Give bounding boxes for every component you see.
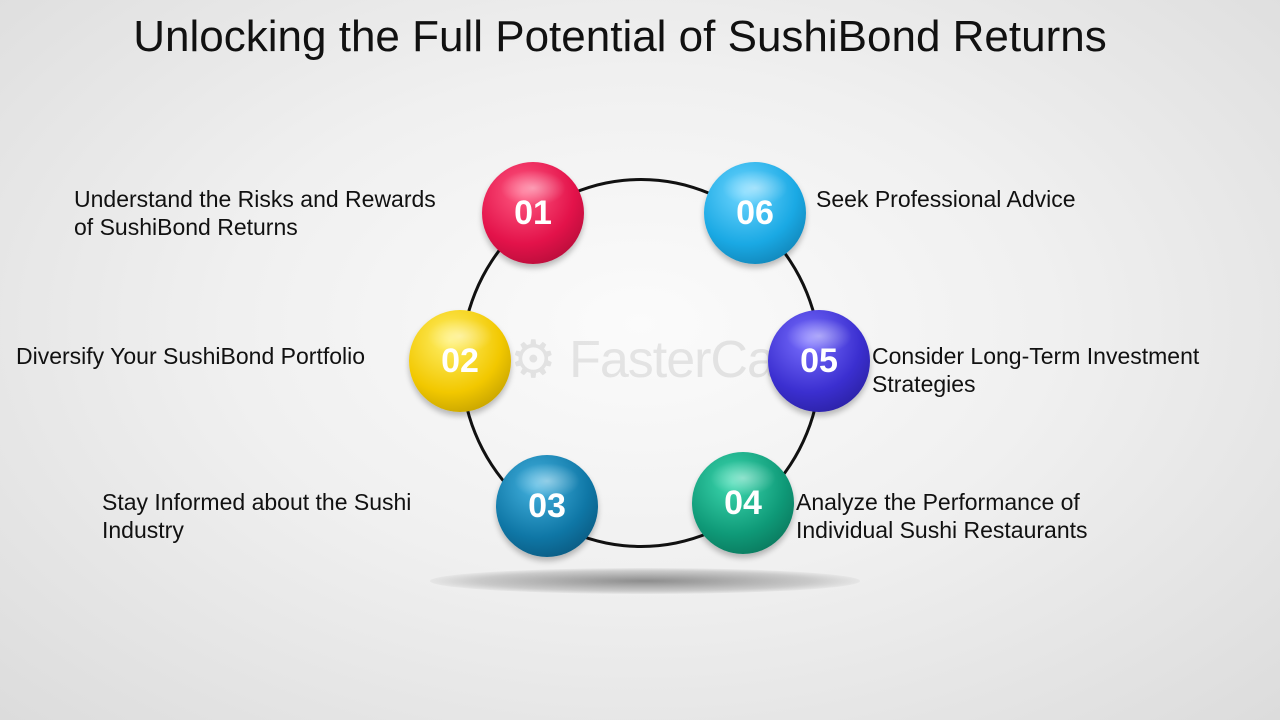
- label-line: Understand the Risks and Rewards: [74, 186, 436, 212]
- label-line: Strategies: [872, 371, 976, 397]
- step-number: 02: [441, 341, 479, 380]
- label-line: of SushiBond Returns: [74, 214, 298, 240]
- step-label-03: Stay Informed about the Sushi Industry: [102, 488, 411, 544]
- step-ball-01: 01: [482, 162, 584, 264]
- step-label-06: Seek Professional Advice: [816, 185, 1076, 213]
- step-number: 06: [736, 193, 774, 232]
- step-ball-03: 03: [496, 455, 598, 557]
- step-number: 01: [514, 193, 552, 232]
- step-ball-02: 02: [409, 310, 511, 412]
- step-label-05: Consider Long-Term Investment Strategies: [872, 342, 1199, 398]
- label-line: Seek Professional Advice: [816, 186, 1076, 212]
- step-number: 04: [724, 483, 762, 522]
- label-line: Diversify Your SushiBond Portfolio: [16, 343, 366, 369]
- label-line: Individual Sushi Restaurants: [796, 517, 1088, 543]
- step-number: 05: [800, 341, 838, 380]
- step-label-01: Understand the Risks and Rewards of Sush…: [74, 185, 436, 241]
- ring-shadow: [430, 568, 860, 594]
- step-ball-05: 05: [768, 310, 870, 412]
- step-label-02: Diversify Your SushiBond Portfolio: [16, 342, 365, 370]
- step-label-04: Analyze the Performance of Individual Su…: [796, 488, 1088, 544]
- label-line: Industry: [102, 517, 184, 543]
- step-ball-06: 06: [704, 162, 806, 264]
- step-ball-04: 04: [692, 452, 794, 554]
- slide-title: Unlocking the Full Potential of SushiBon…: [133, 12, 1107, 61]
- label-line: Analyze the Performance of: [796, 489, 1080, 515]
- label-line: Stay Informed about the Sushi: [102, 489, 412, 515]
- step-number: 03: [528, 486, 566, 525]
- label-line: Consider Long-Term Investment: [872, 343, 1200, 369]
